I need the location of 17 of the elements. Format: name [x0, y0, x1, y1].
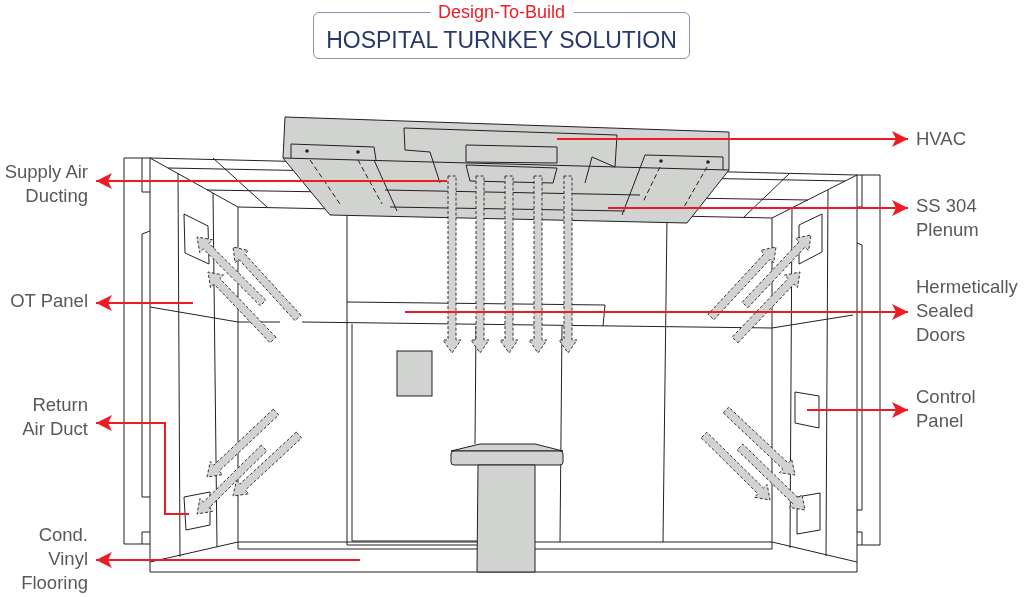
part-label: OT Panel: [10, 289, 88, 313]
leader-line: [607, 200, 909, 216]
part-label: SS 304 Plenum: [916, 194, 1022, 242]
title-heading: HOSPITAL TURNKEY SOLUTION: [326, 26, 677, 54]
leader-line: [95, 552, 361, 568]
leader-line: [95, 173, 448, 189]
leader-line: [806, 402, 909, 418]
part-label: Control Panel: [916, 385, 1022, 433]
leader-line: [404, 304, 909, 320]
leader-line: [95, 295, 194, 311]
part-label: HVAC: [916, 127, 967, 151]
part-label: Cond. Vinyl Flooring: [0, 523, 88, 595]
leader-line: [95, 415, 190, 515]
part-label: Supply Air Ducting: [0, 160, 88, 208]
leader-line: [556, 131, 909, 147]
part-label: Hermetically Sealed Doors: [916, 275, 1022, 347]
part-label: Return Air Duct: [13, 393, 88, 441]
